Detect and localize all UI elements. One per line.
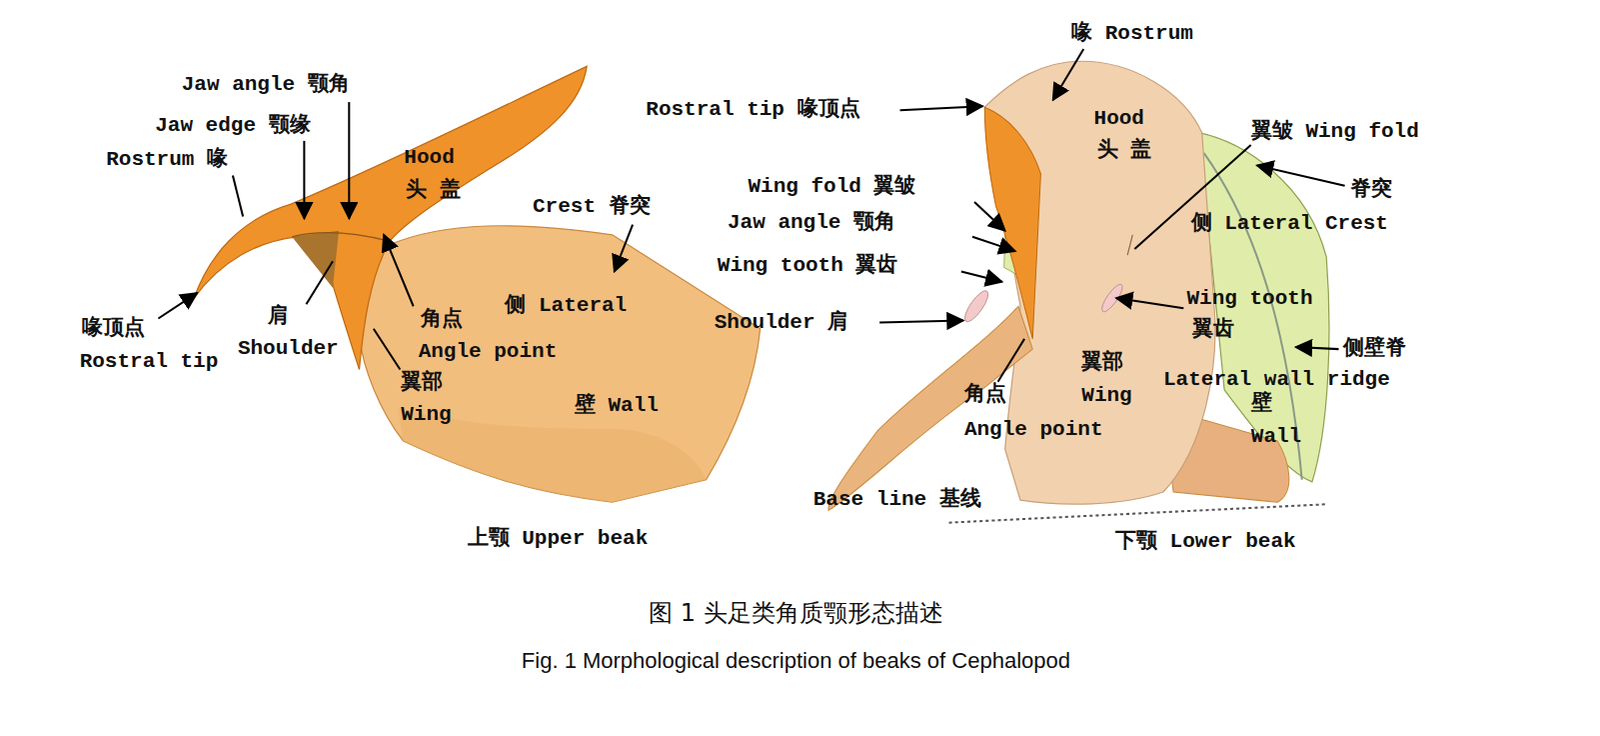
leaders xyxy=(157,101,633,369)
part-label: Shoulder xyxy=(237,336,339,361)
leader xyxy=(879,320,964,323)
jaw-edge-line xyxy=(291,232,388,241)
part-label: 角点 xyxy=(420,307,463,332)
part-label: Rostral tip xyxy=(79,349,219,374)
part-label: Wing fold 翼皱 xyxy=(747,174,916,199)
caption: 图 1 头足类角质颚形态描述 xyxy=(648,598,944,627)
wing-tooth xyxy=(961,287,993,325)
part-label: 角点 xyxy=(964,382,1007,407)
part-label: 脊突 xyxy=(1350,177,1393,202)
part-label: 头 盖 xyxy=(1097,138,1153,163)
hood xyxy=(193,65,587,369)
part-label: Hood xyxy=(403,145,454,170)
part-label: Wing xyxy=(1081,383,1132,408)
part-label: Hood xyxy=(1094,106,1145,131)
leader xyxy=(157,292,197,319)
part-label: 侧 Lateral xyxy=(504,293,627,318)
part-label: 侧 Lateral Crest xyxy=(1191,211,1389,236)
leader xyxy=(998,338,1026,382)
part-label: 壁 Wall xyxy=(574,393,659,418)
part-label: 翼皱 Wing fold xyxy=(1251,119,1420,144)
leader xyxy=(972,236,1016,251)
leader xyxy=(1053,48,1085,100)
part-label: 壁 xyxy=(1251,391,1273,416)
leader xyxy=(302,140,305,219)
leader xyxy=(614,224,633,272)
part-label: 翼部 xyxy=(400,370,443,395)
leader xyxy=(1116,297,1184,308)
leader xyxy=(1257,164,1346,185)
lateral-wall xyxy=(359,225,761,503)
part-label: Jaw edge 颚缘 xyxy=(154,113,310,138)
part-label: Crest 脊突 xyxy=(532,194,651,219)
part-label: Wing tooth xyxy=(1186,286,1313,311)
part-label: Angle point xyxy=(418,339,558,364)
part-label: Rostral tip 喙顶点 xyxy=(645,97,860,122)
leader xyxy=(974,201,1006,231)
base-line xyxy=(949,503,1328,522)
leader xyxy=(961,271,1003,282)
part-label: 喙 Rostrum xyxy=(1071,21,1194,46)
part-label: 下颚 Lower beak xyxy=(1115,529,1297,554)
leader xyxy=(305,260,333,304)
leader xyxy=(232,175,243,217)
part-label: Lateral wall ridge xyxy=(1163,367,1391,392)
part-label: Wall xyxy=(1251,424,1302,449)
part-label: Base line 基线 xyxy=(813,487,982,512)
leader xyxy=(383,234,414,306)
leader xyxy=(1296,346,1340,349)
part-label: 头 盖 xyxy=(405,178,461,203)
wing xyxy=(828,305,1033,510)
wing-fold-line xyxy=(1127,234,1133,255)
part-label: 侧壁脊 xyxy=(1343,336,1407,361)
part-label: Angle point xyxy=(964,417,1104,442)
part-label: Wing tooth 翼齿 xyxy=(717,253,899,278)
shoulder xyxy=(291,230,339,288)
part-label: 上颚 Upper beak xyxy=(467,526,649,551)
part-label: 翼齿 xyxy=(1192,317,1235,342)
rostrum xyxy=(984,106,1041,339)
part-label: 翼部 xyxy=(1081,350,1124,375)
part-label: 喙顶点 xyxy=(81,316,145,341)
leader xyxy=(900,105,984,110)
caption-english: Fig. 1 Morphological description of beak… xyxy=(521,646,1071,675)
part-label: 肩 xyxy=(267,304,289,329)
part-label: Jaw angle 颚角 xyxy=(727,210,896,235)
part-label: Wing xyxy=(400,402,451,427)
leader xyxy=(373,328,401,370)
part-label: Rostrum 喙 xyxy=(105,147,228,172)
part-label: Jaw angle 颚角 xyxy=(181,72,350,97)
part-label: Shoulder 肩 xyxy=(714,310,849,335)
leader xyxy=(347,101,350,218)
